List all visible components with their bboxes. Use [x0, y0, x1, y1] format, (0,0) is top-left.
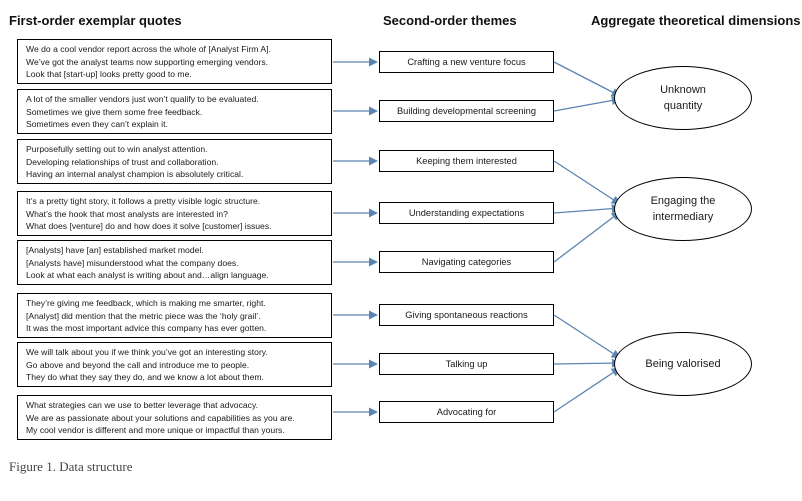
quote-line: Look that [start-up] looks pretty good t… [26, 69, 192, 80]
quote-line: A lot of the smaller vendors just won’t … [26, 94, 259, 104]
quote-line: We’ve got the analyst teams now supporti… [26, 56, 269, 67]
theme-box-building: Building developmental screening [379, 100, 554, 122]
dimension-unknown-quantity: Unknown quantity [614, 66, 752, 130]
header-first-order: First-order exemplar quotes [9, 13, 182, 28]
quote-box-1: We do a cool vendor report across the wh… [17, 39, 332, 84]
theme-box-talking: Talking up [379, 353, 554, 375]
quote-line: Go above and beyond the call and introdu… [26, 359, 250, 370]
dimension-label-line: intermediary [652, 211, 714, 223]
theme-box-crafting: Crafting a new venture focus [379, 51, 554, 73]
arrow-theme-5 [553, 211, 621, 263]
figure-caption: Figure 1. Data structure [9, 459, 133, 474]
header-aggregate: Aggregate theoretical dimensions [591, 13, 801, 28]
quote-line: Purposefully setting out to win analyst … [26, 144, 208, 154]
quote-box-8: What strategies can we use to better lev… [17, 395, 332, 440]
quote-line: They do what they say they do, and we kn… [26, 372, 264, 383]
quote-line: Developing relationships of trust and co… [26, 156, 219, 167]
quote-line: [Analyst] did mention that the metric pi… [26, 310, 261, 321]
quote-box-5: [Analysts] have [an] established market … [17, 240, 332, 285]
quote-line: We will talk about you if we think you’v… [26, 347, 268, 357]
dimension-label-line: quantity [663, 100, 703, 112]
dimension-label-line: Being valorised [645, 358, 721, 370]
quote-line: Having an internal analyst champion is a… [26, 169, 244, 180]
theme-box-giving: Giving spontaneous reactions [379, 304, 554, 326]
arrow-theme-7 [553, 358, 621, 368]
quote-line: It was the most important advice this co… [26, 323, 267, 334]
arrow-theme-4 [553, 204, 621, 214]
quote-line: [Analysts have] misunderstood what the c… [26, 257, 239, 268]
quote-line: [Analysts] have [an] established market … [26, 245, 204, 255]
dimension-label: Being valorised [628, 356, 738, 372]
arrow-theme-8 [553, 367, 621, 413]
dimension-engaging-intermediary: Engaging the intermediary [614, 177, 752, 241]
dimension-label-line: Unknown [660, 84, 706, 96]
dimension-being-valorised: Being valorised [614, 332, 752, 396]
theme-box-keeping: Keeping them interested [379, 150, 554, 172]
quote-line: What strategies can we use to better lev… [26, 400, 258, 410]
arrow-theme-6 [553, 314, 621, 359]
quote-line: What’s the hook that most analysts are i… [26, 208, 228, 219]
header-second-order: Second-order themes [383, 13, 517, 28]
quote-line: We do a cool vendor report across the wh… [26, 44, 271, 54]
quote-box-3: Purposefully setting out to win analyst … [17, 139, 332, 184]
quote-line: Look at what each analyst is writing abo… [26, 270, 269, 281]
quote-box-6: They’re giving me feedback, which is mak… [17, 293, 332, 338]
quote-box-4: It’s a pretty tight story, it follows a … [17, 191, 332, 236]
theme-box-advocating: Advocating for [379, 401, 554, 423]
quote-line: My cool vendor is different and more uni… [26, 425, 285, 436]
quote-line: They’re giving me feedback, which is mak… [26, 298, 266, 308]
arrow-theme-2 [553, 95, 621, 112]
quote-box-7: We will talk about you if we think you’v… [17, 342, 332, 387]
theme-box-navigating: Navigating categories [379, 251, 554, 273]
quote-line: Sometimes even they can’t explain it. [26, 119, 168, 130]
quote-line: Sometimes we give them some free feedbac… [26, 106, 203, 117]
arrow-theme-1 [553, 61, 621, 97]
dimension-label: Engaging the intermediary [628, 193, 738, 225]
arrow-theme-3 [553, 160, 621, 205]
quote-line: We are as passionate about your solution… [26, 412, 295, 423]
dimension-label-line: Engaging the [650, 195, 716, 207]
quote-line: What does [venture] do and how does it s… [26, 221, 272, 232]
dimension-label: Unknown quantity [628, 82, 738, 114]
theme-box-understanding: Understanding expectations [379, 202, 554, 224]
quote-box-2: A lot of the smaller vendors just won’t … [17, 89, 332, 134]
quote-line: It’s a pretty tight story, it follows a … [26, 196, 261, 206]
